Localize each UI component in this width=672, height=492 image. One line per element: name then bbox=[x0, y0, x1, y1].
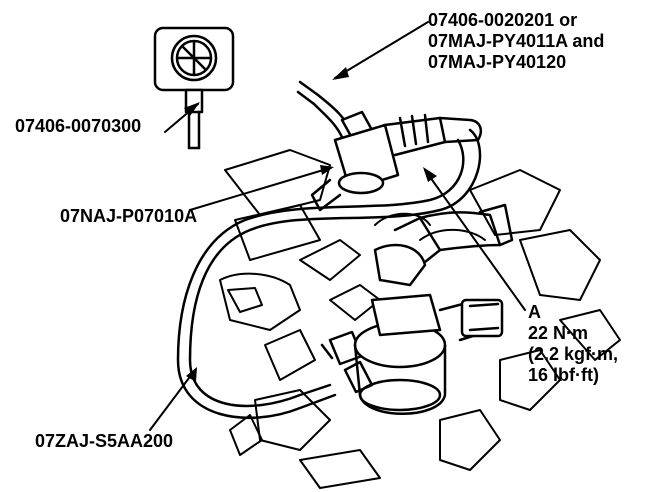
adapter-label-line-2: 07MAJ-PY4011A and bbox=[428, 31, 605, 51]
arrow-heads bbox=[184, 67, 437, 382]
torque-kgf: (2.2 kgf·m, bbox=[528, 344, 619, 364]
long-hose bbox=[176, 128, 482, 419]
fuel-pressure-regulator bbox=[353, 203, 514, 415]
adapter-label-line-1: 07406-0020201 or bbox=[428, 10, 578, 30]
hose-part-label: 07ZAJ-S5AA200 bbox=[35, 431, 174, 451]
pressure-gauge bbox=[153, 26, 235, 150]
torque-callout: A 22 N·m (2.2 kgf·m, 16 lbf·ft) bbox=[528, 302, 618, 386]
adapter-label-line-3: 07MAJ-PY40120 bbox=[428, 52, 567, 72]
torque-nm: 22 N·m bbox=[528, 323, 589, 343]
adapter-part-label: 07406-0020201 or 07MAJ-PY4011A and 07MAJ… bbox=[428, 10, 604, 73]
torque-lbf: 16 lbf·ft) bbox=[528, 365, 599, 385]
callout-letter: A bbox=[528, 302, 541, 322]
tee-part-label: 07NAJ-P07010A bbox=[60, 206, 198, 226]
gauge-part-label: 07406-0070300 bbox=[15, 116, 142, 136]
